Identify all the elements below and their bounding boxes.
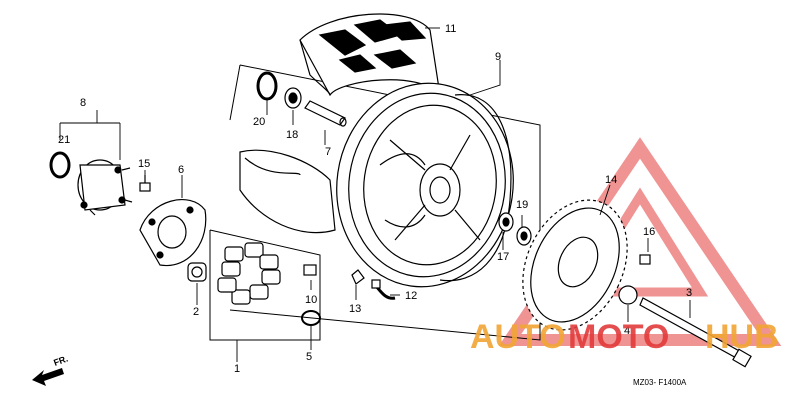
collar-shaft [304, 100, 347, 127]
bolt-16 [639, 254, 651, 265]
valve-stem [371, 279, 396, 300]
part-labels: 11 9 8 21 15 6 20 18 7 2 1 10 5 13 12 17… [58, 23, 692, 375]
label-11: 11 [445, 23, 456, 35]
watermark-moto: MOTO [568, 318, 669, 356]
circlip-20 [256, 71, 278, 101]
label-20: 20 [253, 116, 265, 128]
label-2: 2 [193, 306, 199, 318]
tire [239, 13, 441, 234]
collar-2 [187, 262, 207, 282]
label-6: 6 [178, 164, 184, 176]
valve-clip [351, 269, 365, 285]
label-14: 14 [605, 174, 617, 186]
damper-box-outline [209, 229, 321, 341]
part-10 [303, 264, 317, 276]
diagram-code: MZ03- F1400A [633, 378, 687, 387]
label-8: 8 [80, 97, 86, 109]
label-19: 19 [516, 199, 528, 211]
watermark-auto: AUTO [470, 318, 566, 356]
driven-flange [49, 151, 133, 216]
brake-disc [522, 199, 628, 331]
label-1: 1 [234, 363, 240, 375]
leader-lines [59, 27, 691, 362]
collar-4 [618, 285, 638, 305]
label-17: 17 [497, 251, 509, 263]
axle-3 [639, 297, 752, 368]
label-10: 10 [305, 294, 317, 306]
flange-plate [139, 199, 207, 267]
label-9: 9 [495, 51, 501, 63]
label-5: 5 [306, 351, 312, 363]
watermark-text: AUTO MOTO HUB [470, 318, 779, 356]
label-21: 21 [58, 134, 70, 146]
label-12: 12 [405, 290, 417, 302]
label-15: 15 [138, 158, 150, 170]
label-4: 4 [624, 325, 630, 337]
label-13: 13 [349, 303, 361, 315]
label-7: 7 [325, 146, 331, 158]
wheel-rim [336, 82, 514, 288]
label-3: 3 [686, 287, 692, 299]
front-direction-arrow: FR. [32, 354, 69, 386]
label-18: 18 [286, 129, 298, 141]
label-16: 16 [643, 226, 655, 238]
watermark-hub: HUB [705, 318, 779, 356]
damper-rubbers [217, 242, 281, 305]
direction-label: FR. [52, 354, 69, 368]
bearing-18 [284, 87, 302, 109]
